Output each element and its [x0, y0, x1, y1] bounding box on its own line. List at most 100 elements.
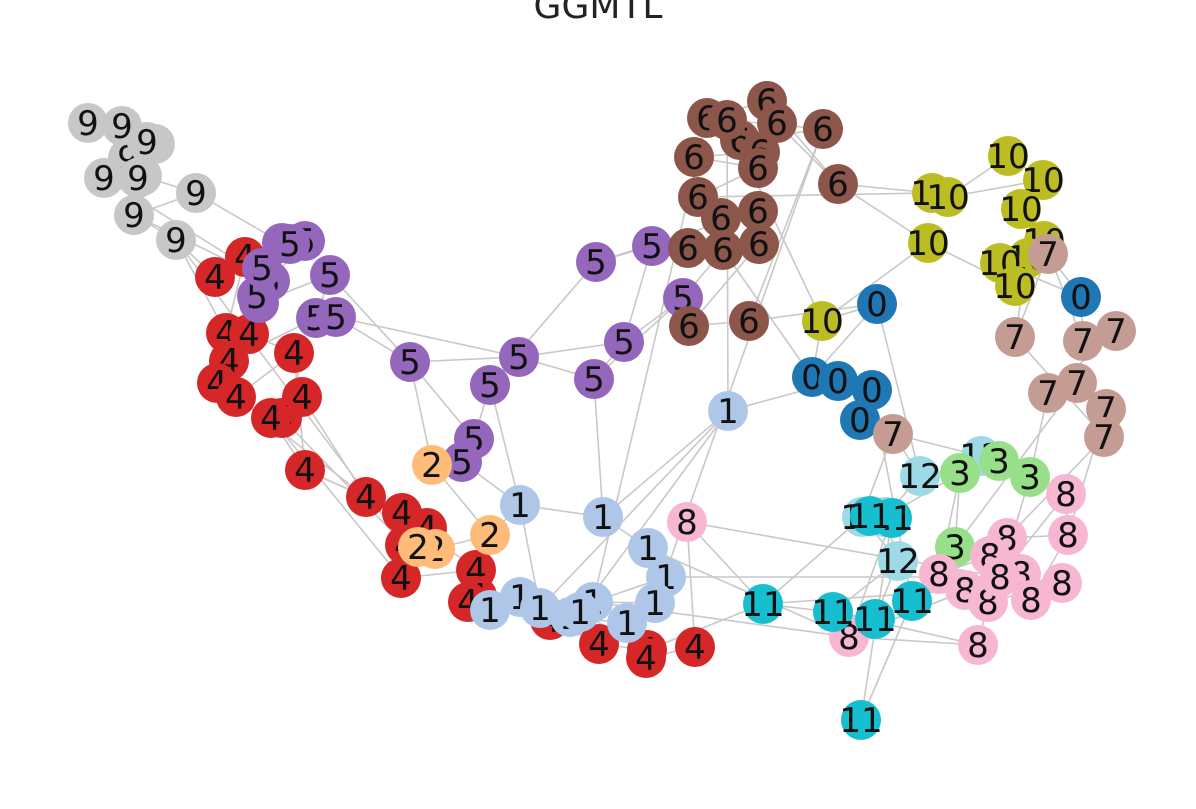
node-label: 1 — [569, 593, 591, 633]
node-circle — [398, 527, 438, 567]
graph-node-cluster-8: 8 — [958, 625, 998, 666]
node-label: 10 — [906, 224, 949, 264]
graph-node-cluster-2: 2 — [398, 527, 438, 568]
graph-node-cluster-0: 0 — [1061, 277, 1101, 318]
graph-node-cluster-4: 4 — [274, 333, 314, 374]
graph-node-cluster-7: 7 — [1096, 311, 1136, 352]
node-circle — [632, 226, 672, 266]
graph-node-cluster-11: 11 — [811, 592, 855, 633]
graph-node-cluster-4: 4 — [285, 450, 325, 491]
node-circle — [1042, 563, 1082, 603]
graph-node-cluster-10: 10 — [999, 189, 1043, 230]
graph-node-cluster-7: 7 — [1063, 321, 1103, 362]
node-label: 5 — [583, 360, 605, 400]
graph-node-cluster-4: 4 — [579, 624, 619, 665]
graph-node-cluster-6: 6 — [757, 103, 797, 144]
graph-node-cluster-10: 10 — [986, 136, 1030, 177]
node-circle — [274, 333, 314, 373]
node-circle — [579, 624, 619, 664]
node-circle — [68, 103, 108, 143]
node-circle — [1057, 363, 1097, 403]
graph-node-cluster-4: 4 — [381, 558, 421, 599]
node-circle — [1011, 580, 1051, 620]
graph-node-cluster-12: 12 — [898, 456, 942, 497]
graph-node-cluster-6: 6 — [818, 164, 858, 205]
node-label: 9 — [127, 159, 149, 199]
node-circle — [1048, 515, 1088, 555]
node-circle — [118, 158, 158, 198]
graph-node-cluster-4: 4 — [346, 477, 386, 518]
node-label: 7 — [882, 415, 904, 455]
node-label: 12 — [876, 542, 919, 582]
graph-node-cluster-6: 6 — [738, 191, 778, 232]
node-circle — [470, 515, 510, 555]
node-label: 4 — [294, 451, 316, 491]
graph-node-cluster-8: 8 — [1011, 580, 1051, 621]
graph-node-cluster-4: 4 — [195, 257, 235, 298]
node-circle — [285, 450, 325, 490]
graph-node-cluster-6: 6 — [674, 137, 714, 178]
node-label: 6 — [687, 178, 709, 218]
node-label: 6 — [812, 110, 834, 150]
node-label: 9 — [123, 196, 145, 236]
node-label: 1 — [479, 591, 501, 631]
node-label: 4 — [283, 334, 305, 374]
node-label: 6 — [827, 165, 849, 205]
node-circle — [1084, 417, 1124, 457]
node-circle — [560, 592, 600, 632]
graph-node-cluster-8: 8 — [980, 557, 1020, 598]
node-circle — [1028, 234, 1068, 274]
node-circle — [703, 230, 743, 270]
node-circle — [583, 497, 623, 537]
graph-node-cluster-5: 5 — [270, 224, 310, 265]
node-circle — [500, 485, 540, 525]
graph-node-cluster-9: 9 — [118, 158, 158, 199]
graph-node-cluster-6: 6 — [707, 100, 747, 141]
node-label: 0 — [827, 362, 849, 402]
node-circle — [470, 365, 510, 405]
node-circle — [520, 588, 560, 628]
node-label: 6 — [747, 149, 769, 189]
graph-node-cluster-1: 1 — [560, 592, 600, 633]
node-label: 6 — [738, 302, 760, 342]
node-circle — [738, 148, 778, 188]
node-label: 5 — [479, 366, 501, 406]
graph-node-cluster-1: 1 — [628, 528, 668, 569]
node-circle — [873, 414, 913, 454]
graph-node-cluster-11: 11 — [848, 496, 892, 537]
graph-node-cluster-5: 5 — [390, 342, 430, 383]
node-circle — [1023, 160, 1063, 200]
graph-edge — [748, 128, 824, 322]
graph-edge — [593, 378, 604, 518]
graph-edge — [762, 516, 863, 605]
node-label: 9 — [77, 104, 99, 144]
node-label: 6 — [712, 231, 734, 271]
graph-node-cluster-2: 2 — [470, 515, 510, 556]
graph-node-cluster-9: 9 — [176, 173, 216, 214]
graph-node-cluster-7: 7 — [873, 414, 913, 455]
graph-node-cluster-11: 11 — [890, 581, 934, 622]
node-circle — [802, 301, 842, 341]
graph-edge — [335, 316, 520, 358]
graph-edge — [646, 603, 764, 651]
node-label: 2 — [479, 516, 501, 556]
node-label: 1 — [637, 529, 659, 569]
node-circle — [850, 496, 890, 536]
node-circle — [195, 257, 235, 297]
graph-node-cluster-3: 3 — [940, 453, 980, 494]
node-label: 7 — [1072, 322, 1094, 362]
node-label: 0 — [866, 285, 888, 325]
node-circle — [251, 398, 291, 438]
graph-node-cluster-9: 9 — [68, 103, 108, 144]
node-label: 0 — [1070, 278, 1092, 318]
node-circle — [729, 301, 769, 341]
node-label: 5 — [641, 227, 663, 267]
graph-node-cluster-11: 11 — [853, 599, 897, 640]
graph-node-cluster-6: 6 — [803, 109, 843, 150]
node-circle — [1096, 311, 1136, 351]
node-label: 9 — [136, 123, 158, 163]
node-circle — [346, 477, 386, 517]
node-label: 7 — [1066, 364, 1088, 404]
graph-node-cluster-9: 9 — [84, 158, 124, 199]
node-circle — [707, 100, 747, 140]
